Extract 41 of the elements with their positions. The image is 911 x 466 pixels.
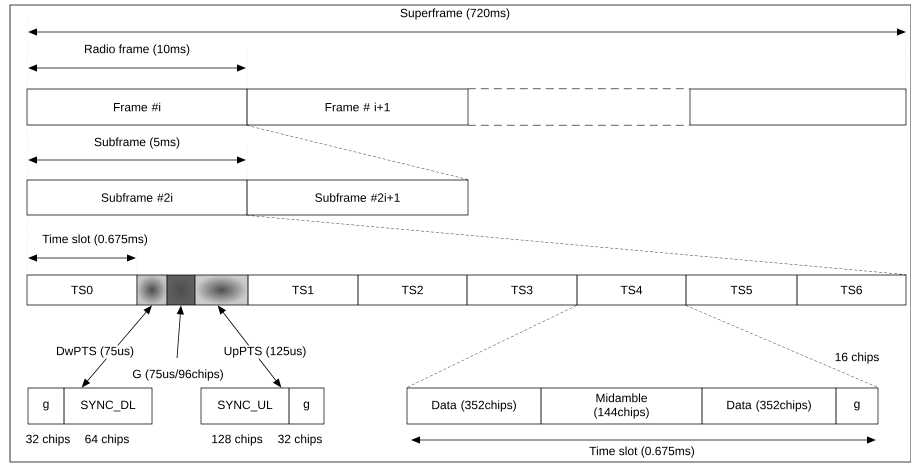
slot-box: TS4 — [576, 274, 686, 306]
slot-box: Frame # i+1 — [246, 88, 468, 126]
dimension-label: Subframe (5ms) — [94, 137, 180, 149]
frame-box — [690, 88, 906, 126]
slot-box: TS6 — [796, 274, 906, 306]
slot-box: SYNC_DL — [64, 388, 152, 424]
slot-box: g — [28, 388, 64, 424]
chip-count: 64 chips — [85, 434, 129, 446]
zoom-line — [685, 305, 879, 388]
slot-box: SYNC_UL — [200, 388, 290, 424]
slot-box: g — [836, 388, 878, 424]
edge-label: UpPTS (125us) — [222, 345, 308, 359]
dimension-label: Time slot (0.675ms) — [589, 446, 694, 458]
slot-box: TS0 — [26, 274, 138, 306]
slot-box: TS5 — [686, 274, 798, 306]
slot-box: Subframe #2i — [26, 180, 248, 216]
shaded-box — [136, 274, 168, 306]
dimension-label: Superframe (720ms) — [400, 8, 510, 20]
slot-box: Subframe #2i+1 — [246, 180, 468, 216]
dimension-label: Time slot (0.675ms) — [42, 234, 148, 246]
edge-label: 16 chips — [834, 351, 880, 365]
chip-count: 32 chips — [26, 434, 70, 446]
edge-label: G (75us/96chips) — [131, 368, 225, 382]
slot-box: Data (352chips) — [702, 388, 836, 424]
zoom-line — [246, 215, 907, 275]
shaded-box — [166, 274, 196, 306]
zoom-line — [246, 125, 469, 180]
slot-box: Midamble (144chips) — [540, 388, 702, 424]
slot-box: TS2 — [358, 274, 468, 306]
slot-box: TS3 — [466, 274, 578, 306]
slot-box: Frame #i — [26, 88, 248, 126]
shaded-box — [194, 274, 248, 306]
dimension-label: Radio frame (10ms) — [84, 44, 190, 56]
zoom-line — [406, 305, 577, 388]
slot-box: TS1 — [248, 274, 358, 306]
dashed-frame-box — [467, 88, 691, 126]
edge-label: DwPTS (75us) — [55, 345, 136, 359]
chip-count: 32 chips — [278, 434, 322, 446]
chip-count: 128 chips — [212, 434, 262, 446]
slot-box: Data (352chips) — [406, 388, 542, 424]
slot-box: g — [288, 388, 324, 424]
